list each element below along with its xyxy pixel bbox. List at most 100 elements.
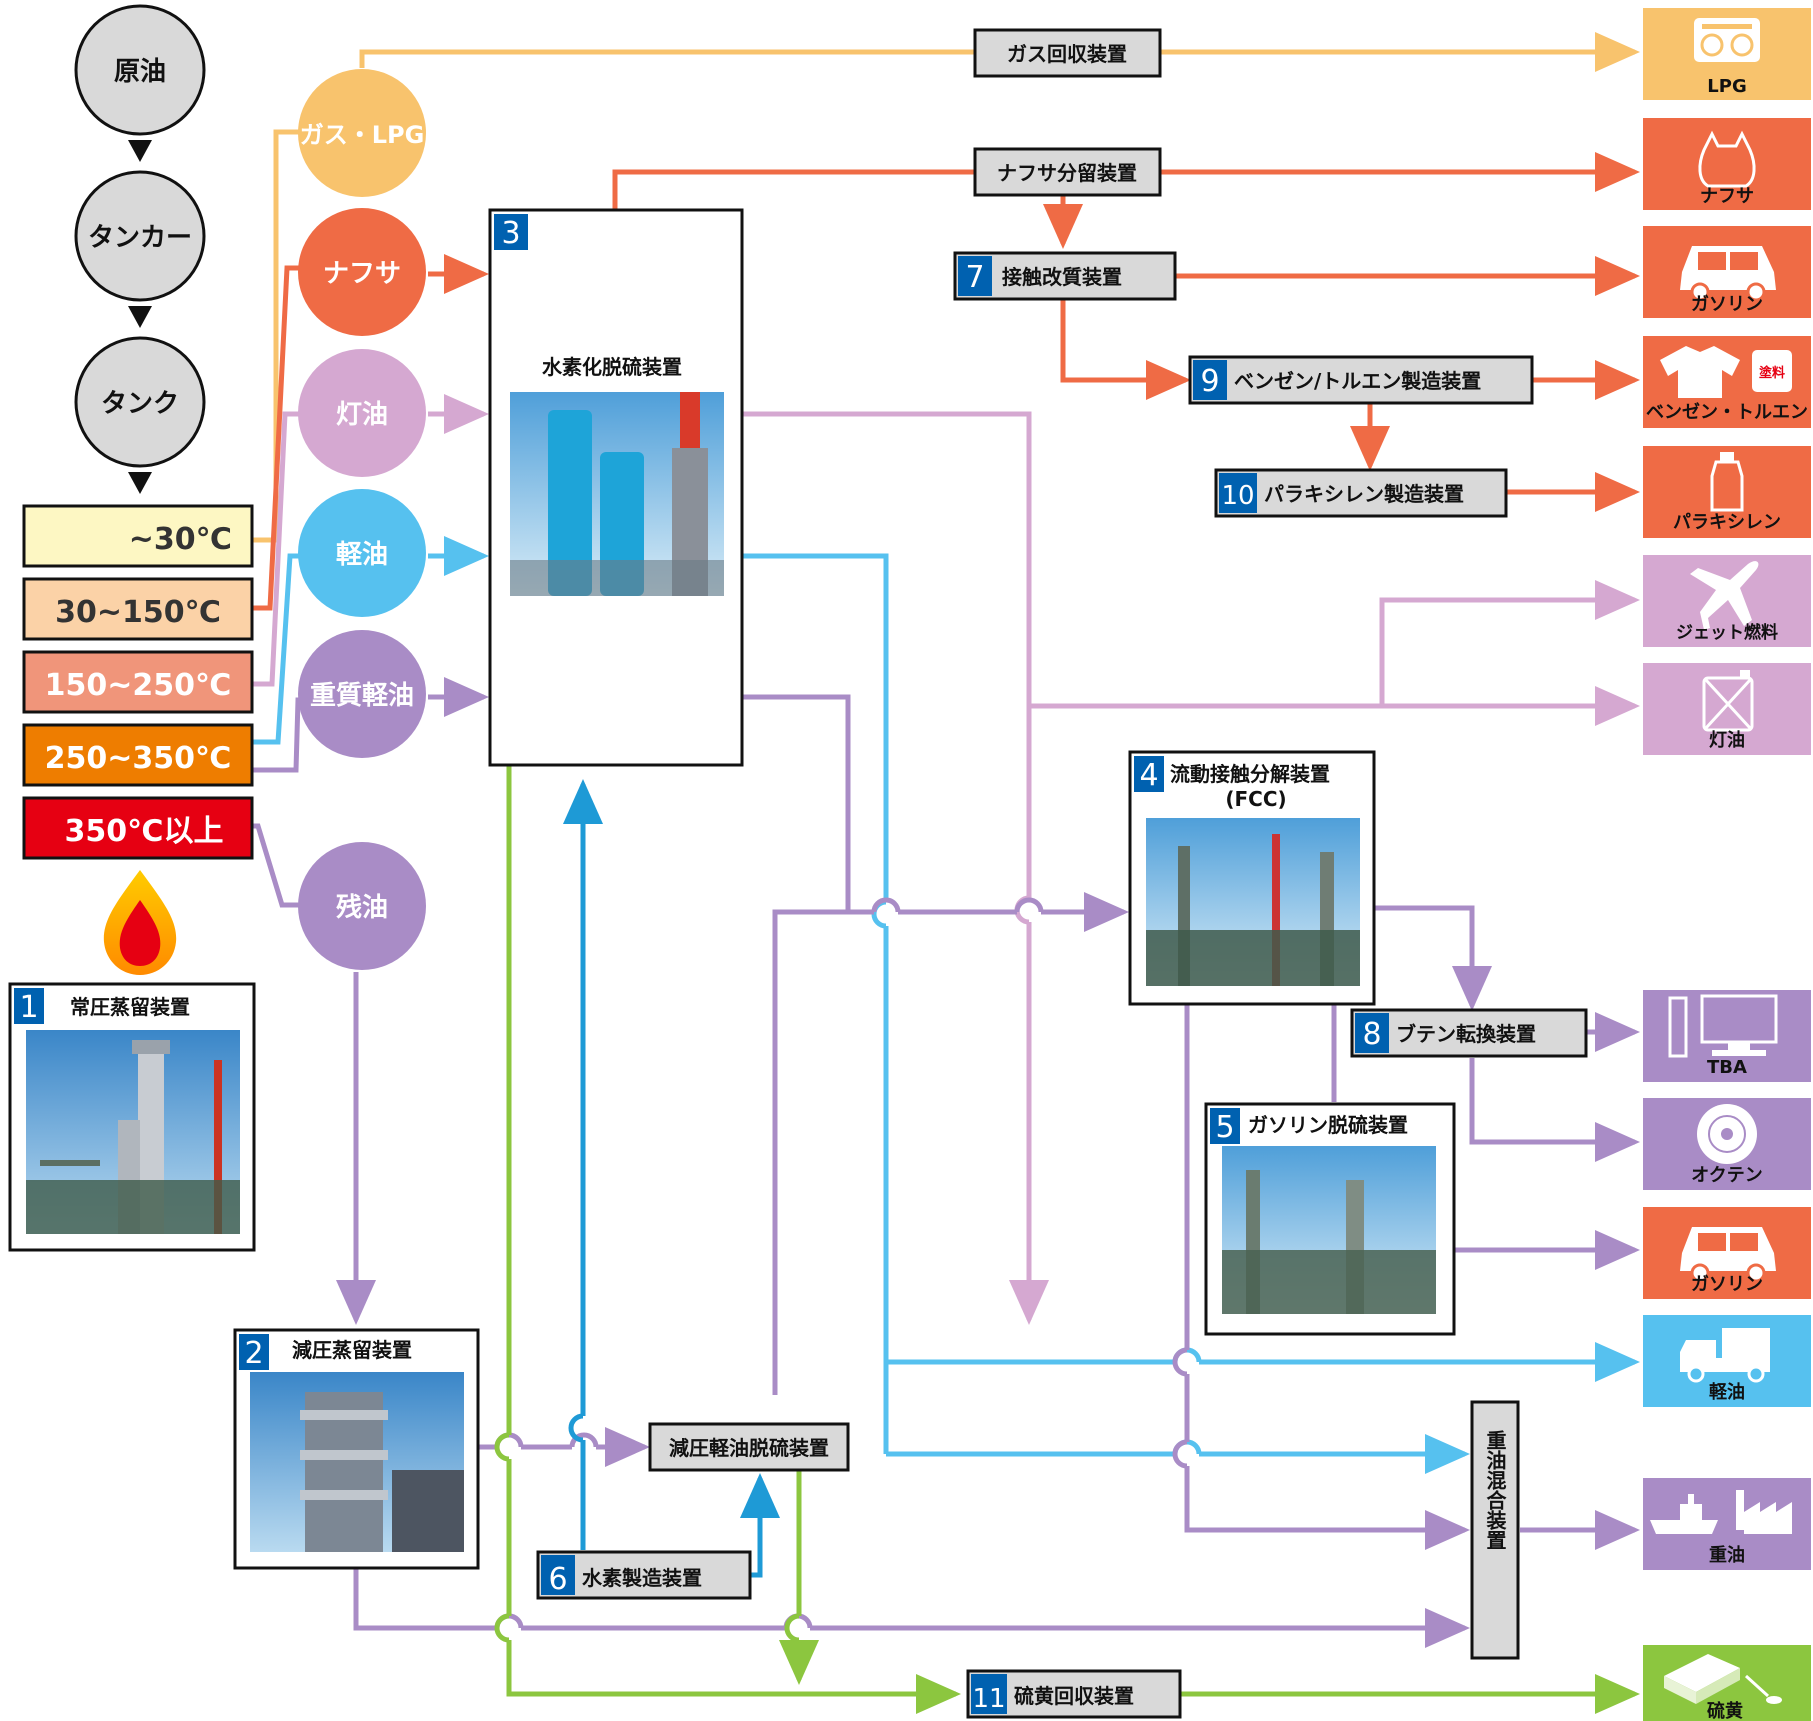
unit-number: 5 <box>1215 1110 1234 1145</box>
product-label: 重油 <box>1709 1544 1745 1566</box>
unit-photo <box>26 1030 240 1234</box>
temp-range-label: 350℃以上 <box>65 814 224 849</box>
temp-range-row: 350℃以上 <box>22 796 254 860</box>
product-lpg: LPG <box>1643 8 1811 100</box>
unit-label: 減圧蒸留装置 <box>292 1338 412 1362</box>
temp-range-row: ~30℃ <box>22 504 254 568</box>
unit-label: 流動接触分解装置 <box>1170 762 1330 786</box>
flow-butene-to-octene <box>1469 1058 1640 1162</box>
chain-arrow-1 <box>128 140 152 162</box>
fcc-hop-b <box>1172 1439 1188 1469</box>
unit-photo <box>1222 1146 1436 1314</box>
unit-label: 水素製造装置 <box>582 1566 702 1590</box>
unit-label: ブテン転換装置 <box>1396 1022 1536 1046</box>
product-fuel-oil: 重油 <box>1643 1478 1811 1570</box>
unit-label: パラキシレン製造装置 <box>1264 482 1464 506</box>
unit-photo <box>510 392 724 596</box>
flow-gas-to-gas-recovery <box>359 49 975 68</box>
unit-label: ナフサ分留装置 <box>997 161 1137 185</box>
product-benzene-toluene: 塗料 ベンゼン・トルエン <box>1643 336 1811 428</box>
tank-node: タンク <box>74 336 206 468</box>
paint-can-text: 塗料 <box>1759 365 1785 381</box>
flame-icon <box>103 870 177 975</box>
product-label: オクテン <box>1691 1165 1763 1186</box>
unit-number: 10 <box>1221 481 1254 511</box>
gas-recovery-unit: ガス回収装置 <box>973 28 1162 78</box>
tank-label: タンク <box>101 389 179 419</box>
fraction-label: ナフサ <box>323 259 401 289</box>
product-label: ナフサ <box>1700 186 1754 207</box>
car-icon <box>1680 1227 1776 1283</box>
unit-label: 接触改質装置 <box>1002 265 1122 289</box>
heavy-hop-a <box>871 897 901 913</box>
chain-arrow-3 <box>128 472 152 494</box>
sulfur-hop-a <box>494 1432 510 1462</box>
h2-hop <box>568 1413 584 1443</box>
product-gasoline-2: ガソリン <box>1643 1207 1811 1299</box>
bottle-icon <box>1710 452 1744 512</box>
product-label: ベンゼン・トルエン <box>1646 401 1808 423</box>
flow-vacuum-residue-to-fuel-blend <box>353 1568 1465 1628</box>
fraction-label: 軽油 <box>336 539 388 570</box>
car-icon <box>1680 246 1776 302</box>
temp-range-row: 30~150℃ <box>22 577 254 641</box>
unit-label: 硫黄回収装置 <box>1014 1684 1134 1708</box>
temp-range-row: 250~350℃ <box>22 723 254 787</box>
gas-stove-icon <box>1694 18 1760 62</box>
unit-number: 3 <box>501 216 520 251</box>
unit-number: 9 <box>1200 364 1219 399</box>
tanker-node: タンカー <box>74 170 206 302</box>
product-naphtha: ナフサ <box>1643 118 1811 210</box>
flow-hds-heavy-to-fcc <box>742 694 1124 912</box>
fraction-label: ガス・LPG <box>300 121 425 149</box>
unit-number: 2 <box>244 1336 263 1371</box>
unit-label: ベンゼン/トルエン製造装置 <box>1234 369 1481 393</box>
sulfur-hop-b <box>494 1613 510 1643</box>
fraction-residue: 残油 <box>298 842 426 970</box>
unit-label: ガソリン脱硫装置 <box>1248 1113 1408 1137</box>
unit-1-atmospheric-distillation: 1 常圧蒸留装置 <box>8 982 256 1252</box>
product-tba: TBA <box>1643 990 1811 1082</box>
airplane-icon <box>1690 561 1759 630</box>
flow-kerosene-to-jet <box>1379 580 1640 706</box>
unit-7-catalytic-reformer: 7 接触改質装置 <box>953 251 1177 301</box>
flow-h2-to-vgohds <box>740 1473 780 1578</box>
sulfur-box-icon <box>1664 1654 1782 1704</box>
temp-range-label: 150~250℃ <box>45 668 232 703</box>
unit-label: 水素化脱硫装置 <box>542 355 682 379</box>
naphtha-splitter-unit: ナフサ分留装置 <box>973 147 1162 197</box>
unit-number: 8 <box>1362 1017 1381 1052</box>
chain-arrow-2 <box>128 306 152 328</box>
flow-vgohds-to-fcc <box>772 909 848 1395</box>
product-label: 硫黄 <box>1707 1700 1743 1721</box>
flow-fcc-to-butene <box>1374 905 1492 1011</box>
flow-hds-gasoil-trunk <box>742 553 889 1454</box>
fraction-label: 残油 <box>336 893 388 923</box>
crude-oil-node: 原油 <box>74 4 206 136</box>
plastic-bag-icon <box>1698 130 1756 188</box>
product-gasoline: ガソリン <box>1643 226 1811 318</box>
product-label: パラキシレン <box>1673 512 1781 533</box>
fraction-heavy-gas-oil: 重質軽油 <box>298 630 426 758</box>
product-label: 灯油 <box>1709 729 1745 751</box>
product-label: ガソリン <box>1691 294 1763 315</box>
computer-icon <box>1668 994 1778 1058</box>
unit-sublabel: (FCC) <box>1225 787 1286 811</box>
product-kerosene: 灯油 <box>1643 663 1811 755</box>
unit-3-hydrodesulfurization: 3 水素化脱硫装置 <box>488 208 744 767</box>
product-sulfur: 硫黄 <box>1643 1645 1811 1721</box>
unit-10-paraxylene: 10 パラキシレン製造装置 <box>1214 468 1508 518</box>
flow-fcc-to-fuel-blend <box>1184 1004 1465 1530</box>
truck-icon <box>1680 1328 1770 1383</box>
unit-2-vacuum-distillation: 2 減圧蒸留装置 <box>233 1328 480 1570</box>
unit-9-benzene-toluene: 9 ベンゼン/トルエン製造装置 <box>1188 355 1534 405</box>
unit-number: 7 <box>965 260 984 295</box>
temp-range-label: 250~350℃ <box>45 741 232 776</box>
vacuum-hop-b <box>569 1432 599 1448</box>
shirt-paint-icon: 塗料 <box>1660 346 1792 398</box>
unit-number: 11 <box>972 1684 1005 1714</box>
product-jet-fuel: ジェット燃料 <box>1643 555 1811 647</box>
product-label: ガソリン <box>1691 1274 1763 1295</box>
unit-number: 6 <box>548 1562 567 1597</box>
